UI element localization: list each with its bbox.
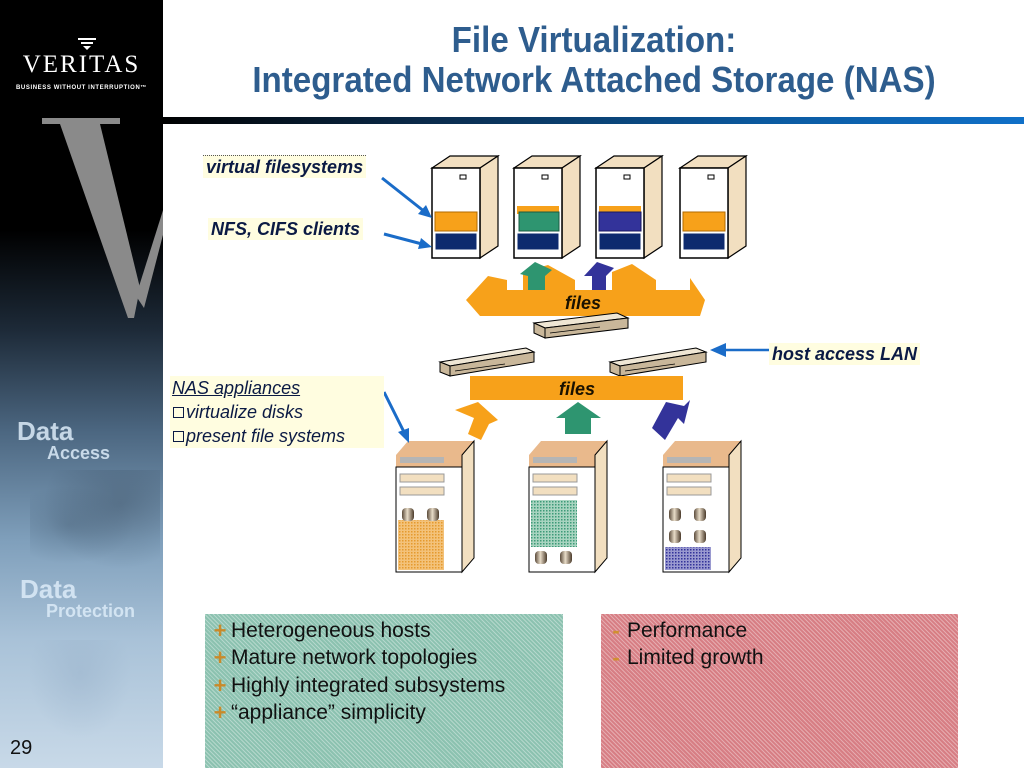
slide-title: File Virtualization: Integrated Network … (204, 20, 984, 100)
sidebar-branding: V VERITAS BUSINESS WITHOUT INTERRUPTION™… (0, 0, 163, 768)
up-arrow-purple (652, 400, 690, 440)
label-host-access-lan: host access LAN (769, 343, 921, 365)
nas-item-2: present file systems (170, 424, 384, 448)
nas-appliance-1 (395, 439, 475, 574)
up-arrow-orange (455, 402, 498, 440)
nas-appliance-3 (662, 439, 742, 574)
pros-item: + “appliance” simplicity (211, 700, 557, 728)
nas-appliances-callout: NAS appliances virtualize disks present … (170, 376, 384, 448)
minus-icon: - (612, 617, 620, 643)
nas-item-1: virtualize disks (170, 400, 384, 424)
pros-panel: + Heterogeneous hosts + Mature network t… (205, 614, 563, 768)
title-line-1: File Virtualization: (451, 19, 737, 60)
callout-arrow-host-lan (710, 343, 770, 357)
pros-item: + Highly integrated subsystems (211, 672, 557, 700)
sidebar-word-access: Access (47, 443, 111, 463)
title-line-2: Integrated Network Attached Storage (NAS… (252, 59, 936, 100)
plus-icon: + (213, 672, 227, 698)
cons-item: - Limited growth (607, 645, 952, 673)
sidebar-word-data-1: Data (17, 416, 74, 446)
title-underline-bar (163, 117, 1024, 124)
pros-item: + Mature network topologies (211, 645, 557, 673)
sidebar-word-data-2: Data (20, 574, 77, 604)
nas-heading: NAS appliances (172, 378, 301, 398)
cons-panel: - Performance - Limited growth (601, 614, 958, 768)
logo-text: VERITAS (22, 51, 141, 78)
files-flow-upper (466, 262, 705, 316)
nas-appliance-2 (528, 439, 608, 574)
background-photo-data-access (30, 470, 160, 580)
callout-arrow-virtual-fs (381, 176, 432, 218)
network-switch-left (438, 347, 536, 377)
decorative-v-letter: V (42, 118, 163, 318)
label-files-lower: files (559, 379, 596, 399)
label-files-upper: files (565, 293, 602, 313)
logo-mark-icon (78, 38, 96, 50)
pros-item: + Heterogeneous hosts (211, 617, 557, 645)
page-number: 29 (10, 737, 33, 759)
callout-arrow-nfs-cifs (383, 232, 432, 249)
up-arrow-green (556, 402, 601, 434)
plus-icon: + (213, 617, 227, 643)
network-switch-right (608, 347, 708, 377)
callout-arrow-nas (382, 391, 409, 443)
minus-icon: - (612, 645, 620, 671)
cons-item: - Performance (607, 617, 952, 645)
client-host-4 (678, 154, 748, 260)
nas-heading-row: NAS appliances (170, 376, 384, 400)
plus-icon: + (213, 700, 227, 726)
veritas-logo: VERITAS BUSINESS WITHOUT INTERRUPTION™ (0, 0, 163, 115)
plus-icon: + (213, 645, 227, 671)
label-nfs-cifs-clients: NFS, CIFS clients (208, 218, 364, 240)
client-host-2 (512, 154, 582, 260)
checkbox-bullet-icon (173, 430, 184, 442)
sidebar-word-protection: Protection (46, 601, 136, 621)
checkbox-bullet-icon (173, 406, 184, 418)
logo-tagline: BUSINESS WITHOUT INTERRUPTION™ (15, 85, 147, 91)
client-host-3 (594, 154, 664, 260)
network-switch-top (532, 312, 630, 339)
files-flow-lower (470, 376, 683, 400)
client-host-1 (430, 154, 500, 260)
background-photo-data-protection (20, 640, 140, 750)
label-virtual-filesystems: virtual filesystems (203, 155, 367, 178)
